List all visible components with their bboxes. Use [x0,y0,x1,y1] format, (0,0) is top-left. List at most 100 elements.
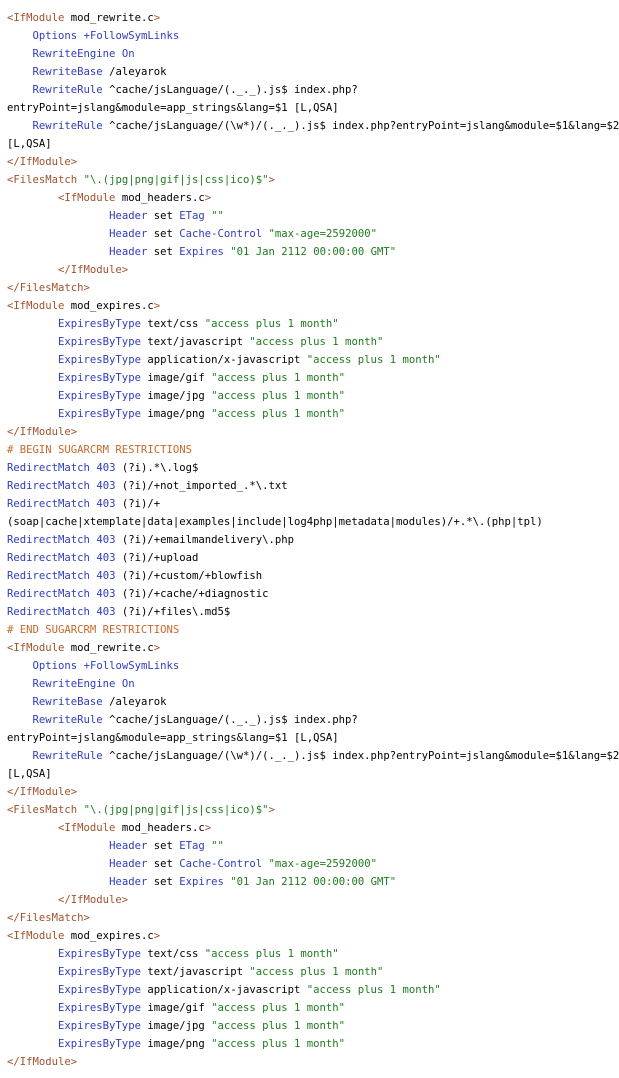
tag-token: <FilesMatch [7,804,78,816]
code-line: # END SUGARCRM RESTRICTIONS [0,621,600,639]
plain-token [7,228,109,240]
tag-token: <FilesMatch [7,174,78,186]
string-token: "access plus 1 month" [211,1038,346,1050]
keyword-token: On [121,678,135,690]
directive-token: Options [32,30,78,42]
plain-token [7,984,58,996]
code-line: RewriteRule ^cache/jsLanguage/(\w*)/(._.… [0,747,619,765]
code-line: RedirectMatch 403 (?i)/+ [0,495,600,513]
directive-token: RewriteEngine [32,678,116,690]
plain-token: set [147,876,180,888]
directive-token: RedirectMatch [7,480,90,492]
code-line: <IfModule mod_rewrite.c> [0,639,600,657]
directive-token: ExpiresByType [58,336,141,348]
plain-token: text/css [140,318,205,330]
plain-token: (?i)/+custom/+blowfish [115,570,263,582]
tag-token: </IfModule> [58,894,129,906]
directive-token: Options [32,660,78,672]
plain-token [7,336,58,348]
tag-token: <IfModule [58,192,116,204]
code-line: ExpiresByType text/javascript "access pl… [0,963,600,981]
code-line: entryPoint=jslang&module=app_strings&lan… [0,99,600,117]
code-line: Header set Expires "01 Jan 2112 00:00:00… [0,243,600,261]
keyword-token: 403 [96,480,116,492]
code-line: RewriteEngine On [0,675,600,693]
plain-token: mod_headers.c [115,192,205,204]
plain-token [7,750,33,762]
tag-token: > [153,12,161,24]
plain-token: mod_expires.c [64,930,154,942]
plain-token: ^cache/jsLanguage/(\w*)/(._._).js$ index… [102,120,619,132]
plain-token: ^cache/jsLanguage/(._._).js$ index.php? [102,714,358,726]
code-line: RedirectMatch 403 (?i)/+files\.md5$ [0,603,600,621]
plain-token: image/png [140,408,212,420]
code-line: RewriteBase /aleyarok [0,693,600,711]
plain-token: mod_headers.c [115,822,205,834]
plain-token: (?i).*\.log$ [115,462,199,474]
code-line: <FilesMatch "\.(jpg|png|gif|js|css|ico)$… [0,171,600,189]
code-line: <IfModule mod_headers.c> [0,819,600,837]
plain-token: (?i)/+upload [115,552,199,564]
plain-token [7,84,33,96]
string-token: "\.(jpg|png|gif|js|css|ico)$" [83,804,269,816]
code-line: <IfModule mod_rewrite.c> [0,9,600,27]
plain-token: set [147,858,180,870]
keyword-token: ETag [179,840,205,852]
directive-token: ExpiresByType [58,1002,141,1014]
code-line: <IfModule mod_expires.c> [0,927,600,945]
directive-token: RewriteRule [32,750,103,762]
plain-token: (soap|cache|xtemplate|data|examples|incl… [7,516,543,528]
tag-token: <IfModule [58,822,116,834]
directive-token: ExpiresByType [58,408,141,420]
directive-token: RewriteRule [32,84,103,96]
keyword-token: 403 [96,588,116,600]
directive-token: Header [109,876,148,888]
code-line: </IfModule> [0,891,600,909]
code-line: </IfModule> [0,1053,600,1071]
code-line: ExpiresByType application/x-javascript "… [0,981,600,999]
tag-token: > [204,822,212,834]
plain-token: text/css [140,948,205,960]
plain-token: (?i)/+ [115,498,161,510]
string-token: "access plus 1 month" [249,966,384,978]
code-line: ExpiresByType text/css "access plus 1 mo… [0,315,600,333]
plain-token: image/gif [140,372,212,384]
plain-token [7,876,109,888]
tag-token: <IfModule [7,300,65,312]
code-line: ExpiresByType text/javascript "access pl… [0,333,600,351]
directive-token: RedirectMatch [7,498,90,510]
string-token: "access plus 1 month" [211,372,346,384]
directive-token: RewriteBase [32,66,103,78]
keyword-token: 403 [96,534,116,546]
plain-token: set [147,840,180,852]
code-line: RedirectMatch 403 (?i)/+not_imported_.*\… [0,477,600,495]
code-line: [L,QSA] [0,135,600,153]
code-line: </IfModule> [0,261,600,279]
keyword-token: Cache-Control [179,228,263,240]
string-token: "access plus 1 month" [211,390,346,402]
plain-token [7,660,33,672]
plain-token [7,246,109,258]
string-token: "access plus 1 month" [211,1020,346,1032]
plain-token [7,858,109,870]
directive-token: Header [109,246,148,258]
code-line: RedirectMatch 403 (?i).*\.log$ [0,459,600,477]
directive-token: ExpiresByType [58,948,141,960]
string-token: "access plus 1 month" [211,408,346,420]
code-line: ExpiresByType image/png "access plus 1 m… [0,1035,600,1053]
directive-token: RedirectMatch [7,588,90,600]
plain-token [7,390,58,402]
plain-token: mod_expires.c [64,300,154,312]
plain-token: text/javascript [140,336,250,348]
plain-token [7,318,58,330]
keyword-token: Cache-Control [179,858,263,870]
string-token: "access plus 1 month" [249,336,384,348]
code-line: ExpiresByType image/gif "access plus 1 m… [0,999,600,1017]
tag-token: > [268,174,275,186]
plain-token: /aleyarok [102,66,167,78]
plain-token: [L,QSA] [7,138,52,150]
code-line: RedirectMatch 403 (?i)/+custom/+blowfish [0,567,600,585]
plain-token [7,120,33,132]
plain-token: application/x-javascript [140,354,307,366]
plain-token: application/x-javascript [140,984,307,996]
